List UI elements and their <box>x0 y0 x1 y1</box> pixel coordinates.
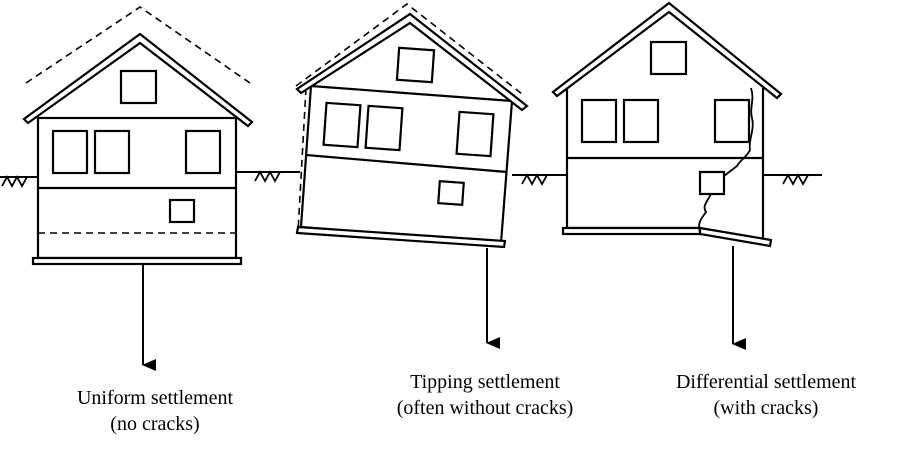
grass-tuft-icon <box>1 175 28 188</box>
house-icon <box>295 2 529 249</box>
caption-tipping-settlement: Tipping settlement (often without cracks… <box>335 369 635 421</box>
caption-differential-settlement: Differential settlement (with cracks) <box>632 369 900 421</box>
grass-tuft-icon <box>254 170 281 183</box>
caption-note: (with cracks) <box>713 397 819 419</box>
caption-title: Differential settlement <box>675 371 857 393</box>
grass-tuft-icon <box>521 173 548 186</box>
grass-tuft-icon <box>782 173 809 186</box>
ground-line <box>0 171 822 178</box>
caption-title: Tipping settlement <box>410 371 560 393</box>
caption-note: (no cracks) <box>110 413 200 435</box>
caption-uniform-settlement: Uniform settlement (no cracks) <box>20 385 290 437</box>
caption-note: (often without cracks) <box>396 397 574 419</box>
house-icon <box>551 1 783 248</box>
caption-title: Uniform settlement <box>76 387 234 409</box>
original-position-outline <box>25 6 251 84</box>
house-icon <box>22 6 254 266</box>
crack-icon <box>698 87 754 233</box>
